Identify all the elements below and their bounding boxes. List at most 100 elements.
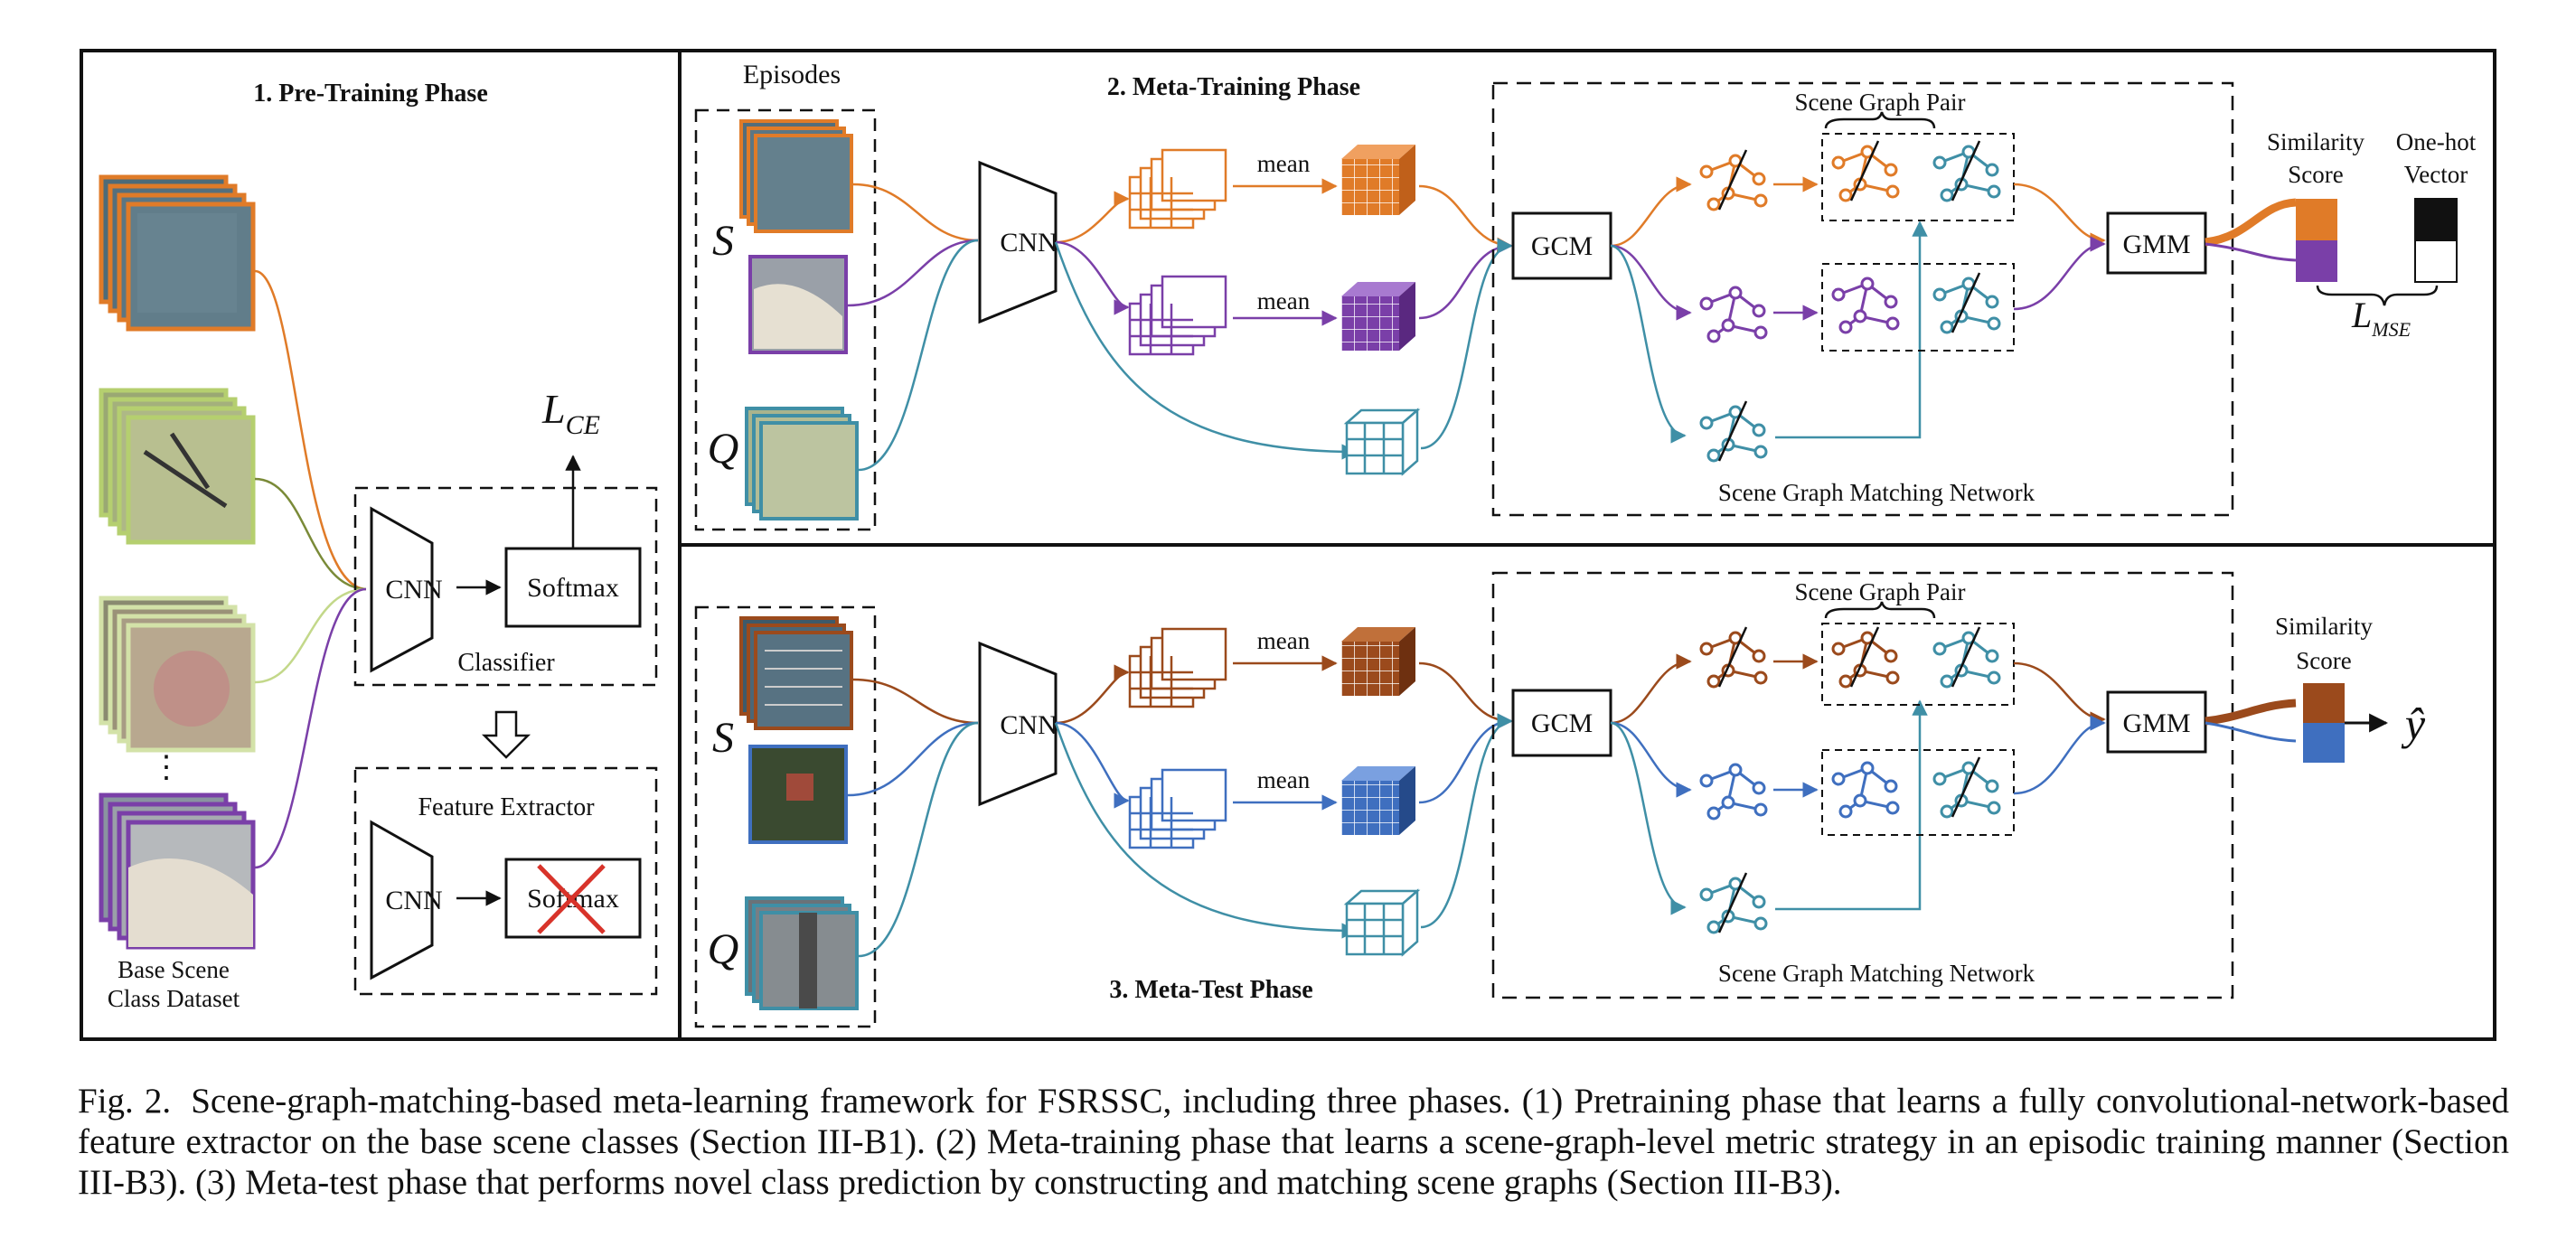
mean-label-blue: mean [1257,766,1311,793]
classifier-label: Classifier [457,649,555,677]
metatrain-cnn-trapezoid [978,160,1058,324]
feature-extractor-box [353,766,658,996]
onehot-bottom [2414,239,2458,283]
pair1-right-graph-test [1932,626,2001,689]
gmm-box-train [2106,211,2207,275]
query-image-teal-test [745,896,859,1010]
pair1-left-graph-test [1831,626,1900,689]
red-cross-icon [537,864,606,934]
similarity-line2-train: Score [2288,161,2343,188]
ellipsis: ⋮ [151,751,182,784]
purple-image-stack [99,793,256,950]
curve-purple [254,587,367,869]
graph-orange-train [1699,149,1768,211]
similarity-score-top-test [2303,683,2345,723]
sgmn-box-test [1491,571,2234,999]
blue-feature-stack [1128,768,1227,849]
orange-image-stack [99,174,256,332]
lightgreen-image-stack [99,596,256,753]
gcm-box-train [1511,211,1612,280]
teal-query-cube [1343,408,1421,476]
similarity-line2-test: Score [2296,647,2351,674]
onehot-line2: Vector [2404,161,2468,188]
support-set-label-test: S [712,714,734,762]
dataset-label-line2: Class Dataset [108,985,240,1012]
figure-caption-text: Scene-graph-matching-based meta-learning… [78,1082,2509,1202]
episodes-label-train: Episodes [743,60,841,89]
pair-box-1-train [1821,133,2015,221]
gmm-label-train: GMM [2122,230,2190,259]
support-image-brown [739,616,853,730]
episodes-box-train [694,108,877,531]
gcm-label-train: GCM [1531,231,1593,261]
curve-q-teal-cnn [858,239,979,472]
green-image-stack [99,388,256,545]
pretrain-cnn-label: CNN [385,575,442,605]
gmm-box-test [2106,690,2207,754]
onehot-line1: One-hot [2396,128,2477,155]
similarity-score-bottom-train [2296,240,2337,282]
curve-s-purple-cnn [847,239,979,307]
mean-label-brown: mean [1257,627,1311,654]
pair-brace-train [1824,111,1936,129]
graph-teal-train [1699,400,1768,463]
query-set-label-test: Q [708,925,739,973]
pretrain-cnn-trapezoid [370,506,434,673]
query-image-teal [745,407,859,521]
metatest-title: 3. Meta-Test Phase [1109,976,1312,1004]
pair2-left-graph-train [1831,277,1900,334]
pair1-left-graph-train [1831,140,1900,202]
mse-brace [2316,285,2439,306]
graph-teal-test [1699,872,1768,934]
sgmn-label-test: Scene Graph Matching Network [1718,960,2035,987]
extractor-cnn-trapezoid [370,820,434,980]
down-hollow-arrow [481,710,531,759]
mean-label-purple: mean [1257,287,1311,314]
loss-ce: LCE [541,386,600,440]
orange-feature-stack [1128,148,1227,230]
framework-diagram: 1. Pre-Training Phase ⋮ Base Scene Class… [80,49,2496,1041]
metatest-cnn-trapezoid [978,641,1058,807]
graph-blue-test [1699,763,1768,821]
pair-box-2-train [1821,263,2015,352]
gmm-label-test: GMM [2122,708,2190,738]
query-set-label-train: Q [708,425,739,473]
sgmn-label-train: Scene Graph Matching Network [1718,479,2035,506]
loss-mse: LMSE [2351,295,2411,341]
dataset-label-line1: Base Scene [118,956,230,983]
brown-mean-cube [1341,627,1415,696]
metatest-cnn-label: CNN [1000,710,1057,740]
similarity-score-top-train [2296,199,2337,240]
classifier-box [353,486,658,687]
pair-label-test: Scene Graph Pair [1795,578,1966,605]
pair-brace-test [1824,601,1936,619]
purple-mean-cube [1341,282,1415,351]
predicted-label-yhat: ŷ [2401,699,2426,749]
softmax-box [504,547,642,628]
feature-extractor-label: Feature Extractor [418,793,595,821]
figure-caption: Fig. 2.Scene-graph-matching-based meta-l… [78,1081,2509,1203]
similarity-score-bottom-test [2303,723,2345,763]
pair2-right-graph-test [1932,756,2001,819]
brown-feature-stack [1128,627,1227,708]
figure-caption-label: Fig. 2. [78,1082,172,1121]
curve-s-orange-cnn [852,183,979,242]
support-image-orange [739,119,853,233]
support-set-label-train: S [712,217,734,265]
metatrain-cnn-label: CNN [1000,228,1057,258]
curve-green [254,477,367,591]
purple-feature-stack [1128,275,1227,356]
pair-label-train: Scene Graph Pair [1795,89,1966,116]
pair1-right-graph-train [1932,140,2001,202]
softmax-label: Softmax [527,573,619,603]
onehot-top [2414,198,2458,241]
similarity-line1-train: Similarity [2267,128,2365,155]
pair2-right-graph-train [1932,272,2001,334]
teal-query-cube-test [1343,888,1421,957]
graph-purple-train [1699,286,1768,343]
support-image-purple [748,255,848,354]
metatrain-title: 2. Meta-Training Phase [1107,73,1360,101]
pair-box-2-test [1821,749,2015,836]
gcm-label-test: GCM [1531,708,1593,738]
gmm-to-score-orange [2205,198,2297,247]
